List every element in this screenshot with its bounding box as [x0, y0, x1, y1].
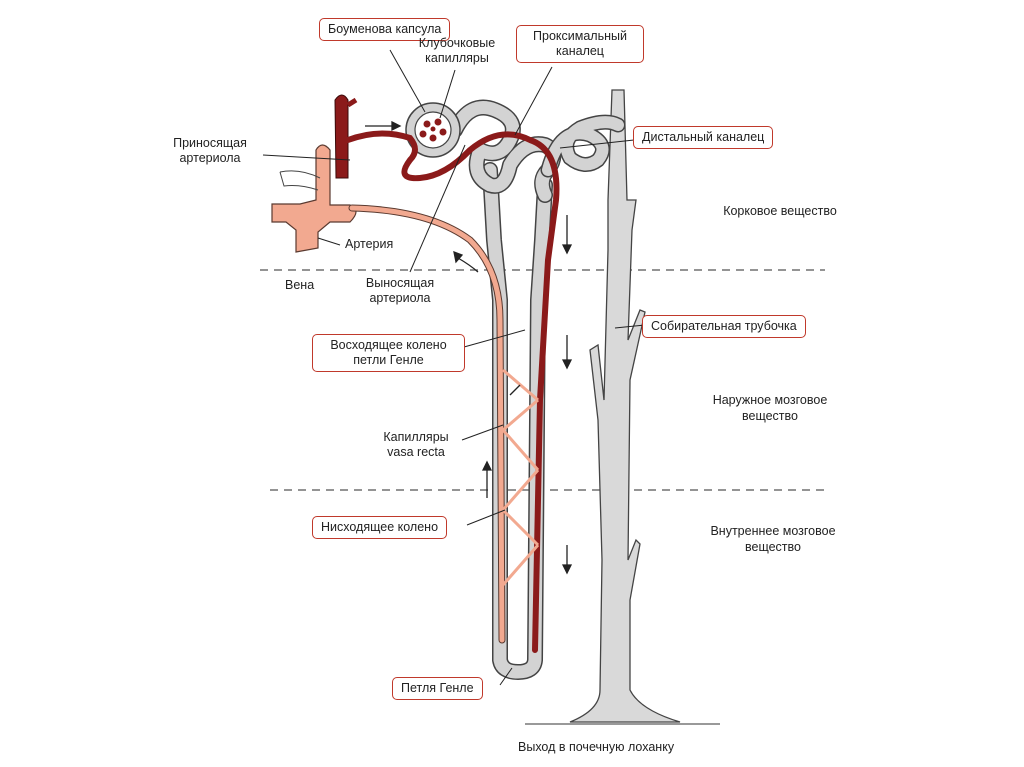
label-vein: Вена — [285, 278, 315, 292]
glomerular-capillaries-shape — [419, 118, 447, 142]
artery-shape — [334, 94, 358, 179]
label-collecting-duct: Собирательная трубочка — [642, 315, 806, 338]
label-proximal-tubule: Проксимальный каналец — [516, 25, 644, 63]
label-afferent-arteriole: Приносящая артериола — [173, 136, 247, 165]
zone-outer-medulla: Наружное мозговое вещество — [712, 393, 828, 423]
label-descending-limb: Нисходящее колено — [312, 516, 448, 539]
loop-of-henle-shape — [482, 162, 553, 681]
flow-arrows — [365, 120, 573, 575]
label-exit: Выход в почечную лоханку — [518, 740, 675, 754]
vasa-recta-ascending-shape — [348, 204, 506, 644]
label-glomerular-capillaries: Клубочковые капилляры — [418, 36, 496, 65]
label-efferent-arteriole: Выносящая артериола — [365, 276, 435, 305]
zone-inner-medulla: Внутреннее мозговое вещество — [710, 524, 836, 554]
zone-cortex: Корковое вещество — [723, 204, 837, 218]
label-ascending-limb: Восходящее колено петли Генле — [312, 334, 465, 372]
label-loop-of-henle: Петля Генле — [392, 677, 483, 700]
label-vasa-recta: Капилляры vasa recta — [383, 430, 449, 459]
afferent-arteriole-shape — [345, 130, 560, 653]
label-distal-tubule: Дистальный каналец — [633, 126, 774, 149]
label-artery: Артерия — [345, 237, 394, 251]
collecting-duct-shape — [525, 89, 720, 725]
label-bowman-capsule: Боуменова капсула — [319, 18, 451, 41]
distal-tubule-shape — [540, 114, 626, 178]
vasa-recta-capillaries-shape — [501, 368, 540, 586]
leader-lines — [262, 49, 646, 686]
